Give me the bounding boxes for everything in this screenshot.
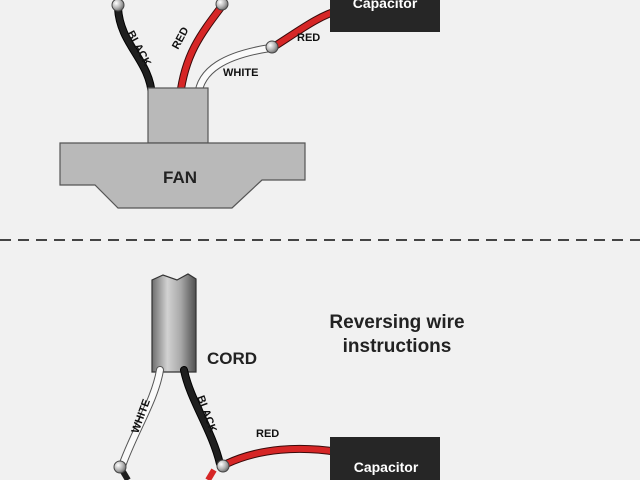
wire-nut-icon [265,40,279,54]
top-red-wire-left [176,2,226,100]
top-diagram: Capacitor BLACK RED WHITE RED FAN [59,0,440,209]
cord-label: CORD [207,349,257,368]
wire-nut-icon [113,460,127,474]
bottom-black-wire [180,366,224,468]
wire-nut-icon [215,0,229,11]
power-cord [151,273,197,373]
top-wire-label-red-right: RED [297,32,320,44]
caption-line-1: Reversing wire [329,312,464,333]
top-wire-label-white: WHITE [223,67,258,79]
bottom-wire-label-red: RED [256,428,279,440]
caption-line-2: instructions [343,336,452,357]
bottom-wire-label-white: WHITE [130,398,153,435]
fan-body: FAN [59,87,306,209]
bottom-red-wire [222,444,342,468]
fan-label: FAN [163,168,197,187]
top-black-wire [114,4,156,100]
bottom-diagram: Capacitor CORD WHITE BLACK RED Reversing… [113,273,465,480]
wire-nut-icon [111,0,125,12]
top-wire-label-red-left: RED [170,25,192,51]
bottom-capacitor-label: Capacitor [354,459,419,475]
bottom-white-wire [118,366,164,470]
top-capacitor: Capacitor [330,0,440,32]
wire-nut-icon [216,459,230,473]
top-capacitor-label: Capacitor [353,0,418,11]
bottom-capacitor: Capacitor [330,437,440,480]
